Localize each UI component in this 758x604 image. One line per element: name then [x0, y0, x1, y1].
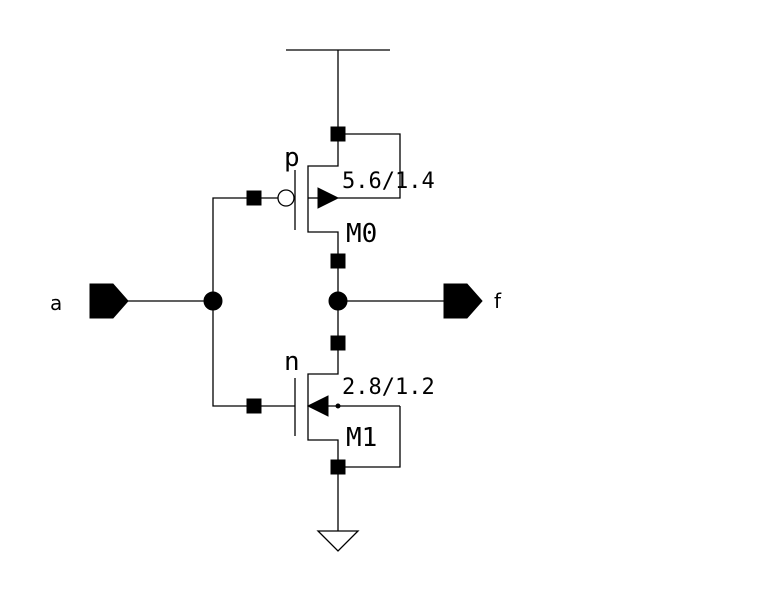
- input-node: [203, 197, 247, 407]
- nmos-gate-terminal: [246, 398, 262, 414]
- nmos-type-label: n: [284, 347, 300, 377]
- pmos-drain-terminal: [330, 253, 346, 269]
- pmos-name-label: M0: [346, 219, 377, 249]
- pmos-size-label: 5.6/1.4: [342, 169, 435, 194]
- pmos-type-label: p: [284, 143, 300, 173]
- nmos-name-label: M1: [346, 423, 377, 453]
- input-port-label: a: [50, 291, 62, 315]
- nmos-transistor: n 2.8/1.2 M1: [246, 335, 435, 475]
- pmos-transistor: p 5.6/1.4 M0: [246, 126, 435, 269]
- pmos-source-terminal: [330, 126, 346, 142]
- output-node: [328, 268, 444, 336]
- input-port: a: [50, 283, 213, 319]
- output-port-label: f: [494, 289, 502, 313]
- nmos-source-terminal: [330, 459, 346, 475]
- nmos-drain-terminal: [330, 335, 346, 351]
- pmos-gate-terminal: [246, 190, 262, 206]
- nmos-size-label: 2.8/1.2: [342, 375, 435, 400]
- pmos-arrow-icon: [317, 187, 340, 209]
- vdd-symbol: [286, 49, 390, 133]
- pmos-gate-bubble: [277, 189, 295, 207]
- input-port-icon: [89, 283, 129, 319]
- output-port: f: [443, 283, 502, 319]
- output-port-icon: [443, 283, 483, 319]
- ground-symbol: [316, 474, 360, 552]
- nmos-arrow-icon: [306, 395, 329, 417]
